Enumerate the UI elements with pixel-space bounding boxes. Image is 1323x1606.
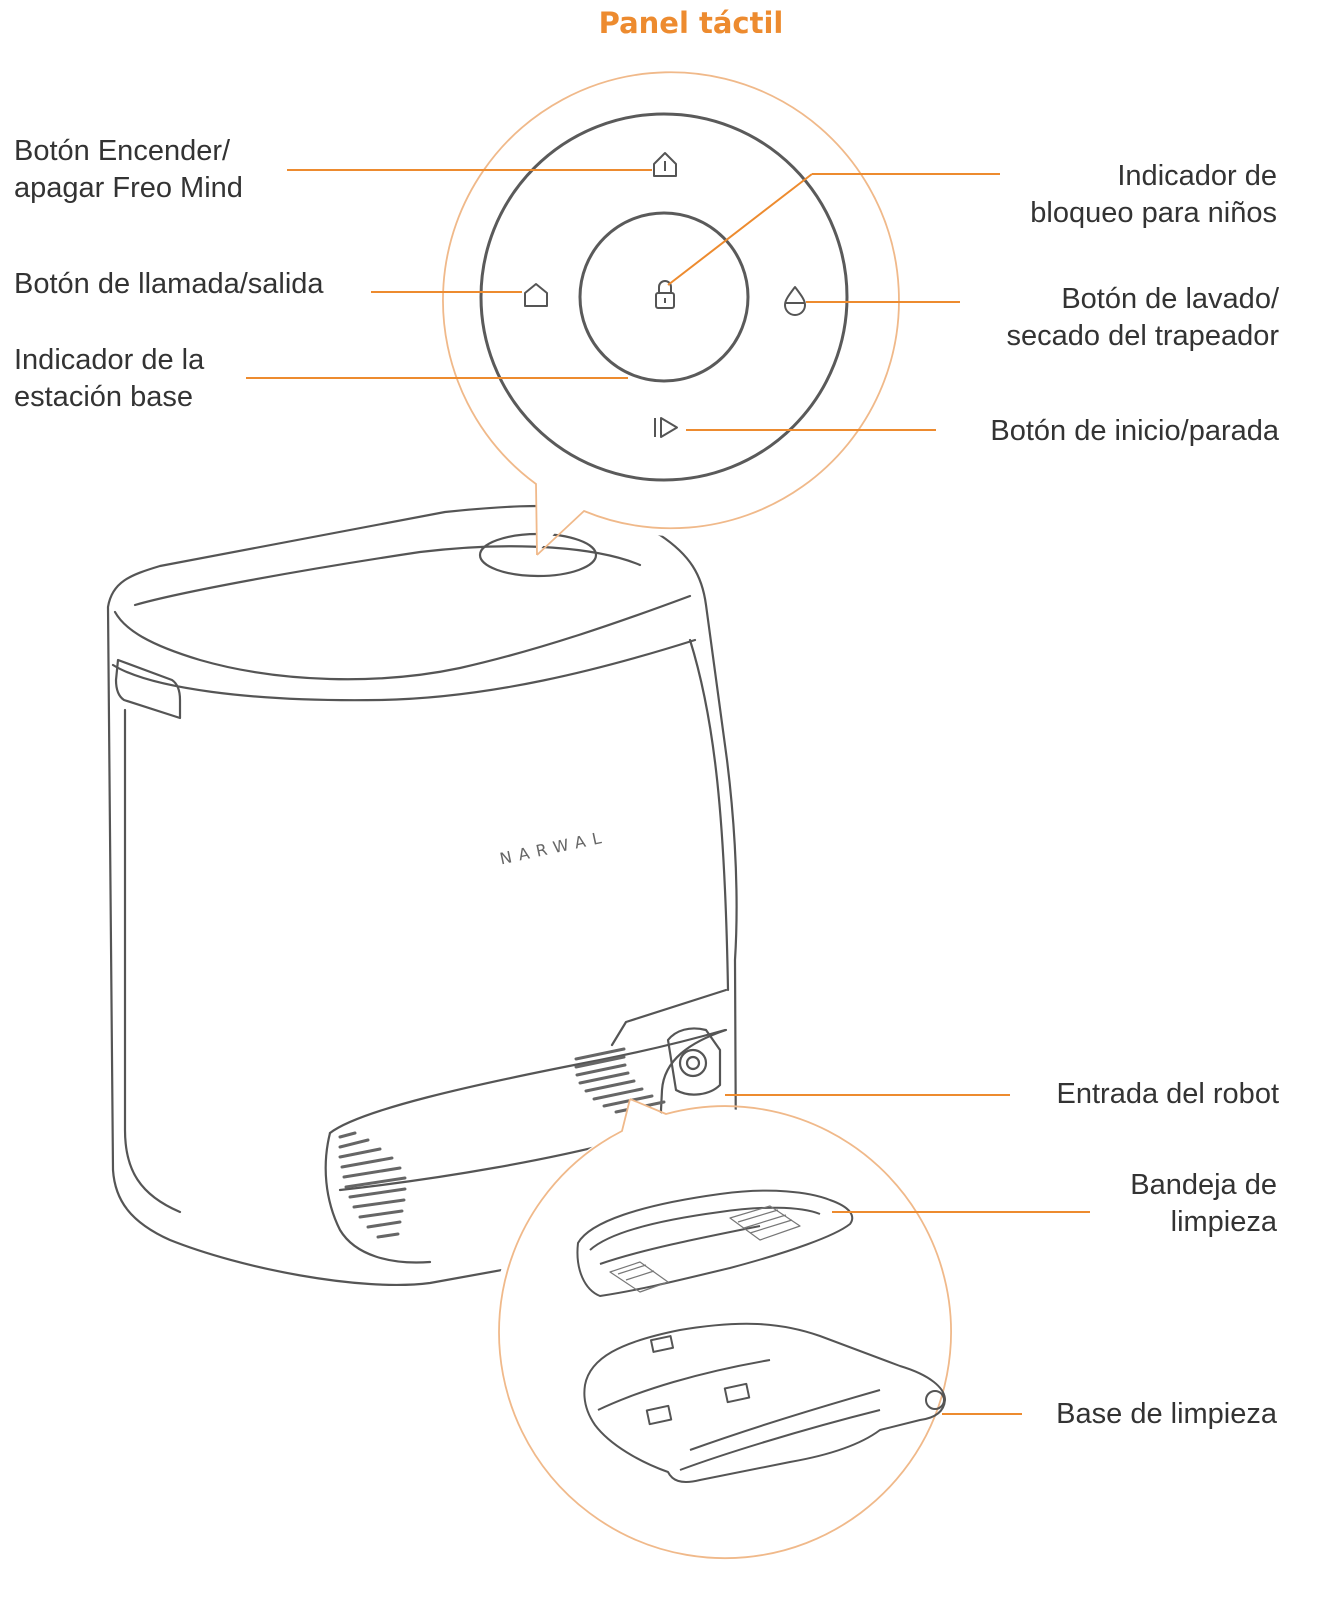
label-mop-wash: Botón de lavado/ secado del trapeador — [1006, 283, 1279, 352]
water-drop-icon — [784, 286, 806, 316]
label-cleaning-tray: Bandeja de limpieza — [1130, 1169, 1277, 1238]
base-station — [106, 504, 738, 1286]
cleaning-tray-drawing — [576, 1189, 854, 1297]
lock-icon — [655, 280, 675, 309]
home-icon — [524, 283, 548, 307]
vent-left — [338, 1131, 407, 1239]
leader-lines — [246, 169, 1090, 1415]
cleaning-base-drawing — [583, 1322, 946, 1483]
label-recall-button: Botón de llamada/salida — [14, 268, 324, 300]
label-start-stop: Botón de inicio/parada — [990, 415, 1279, 447]
label-base-indicator: Indicador de la estación base — [14, 344, 205, 413]
label-robot-entrance: Entrada del robot — [1056, 1078, 1279, 1110]
power-home-icon — [653, 152, 677, 177]
label-power-button: Botón Encender/ apagar Freo Mind — [14, 135, 243, 204]
panel-inner-ring — [578, 211, 750, 383]
panel-title: Panel táctil — [598, 6, 784, 40]
brand-logo: NARWAL — [498, 827, 610, 868]
label-child-lock: Indicador de bloqueo para niños — [1030, 160, 1277, 229]
play-pause-icon — [654, 417, 678, 438]
vent-center — [574, 1047, 666, 1114]
round-port — [678, 1048, 708, 1078]
label-cleaning-base: Base de limpieza — [1056, 1398, 1277, 1430]
touch-panel-callout — [442, 71, 915, 556]
panel-outer-ring — [479, 112, 849, 482]
tray-callout — [491, 1098, 952, 1561]
